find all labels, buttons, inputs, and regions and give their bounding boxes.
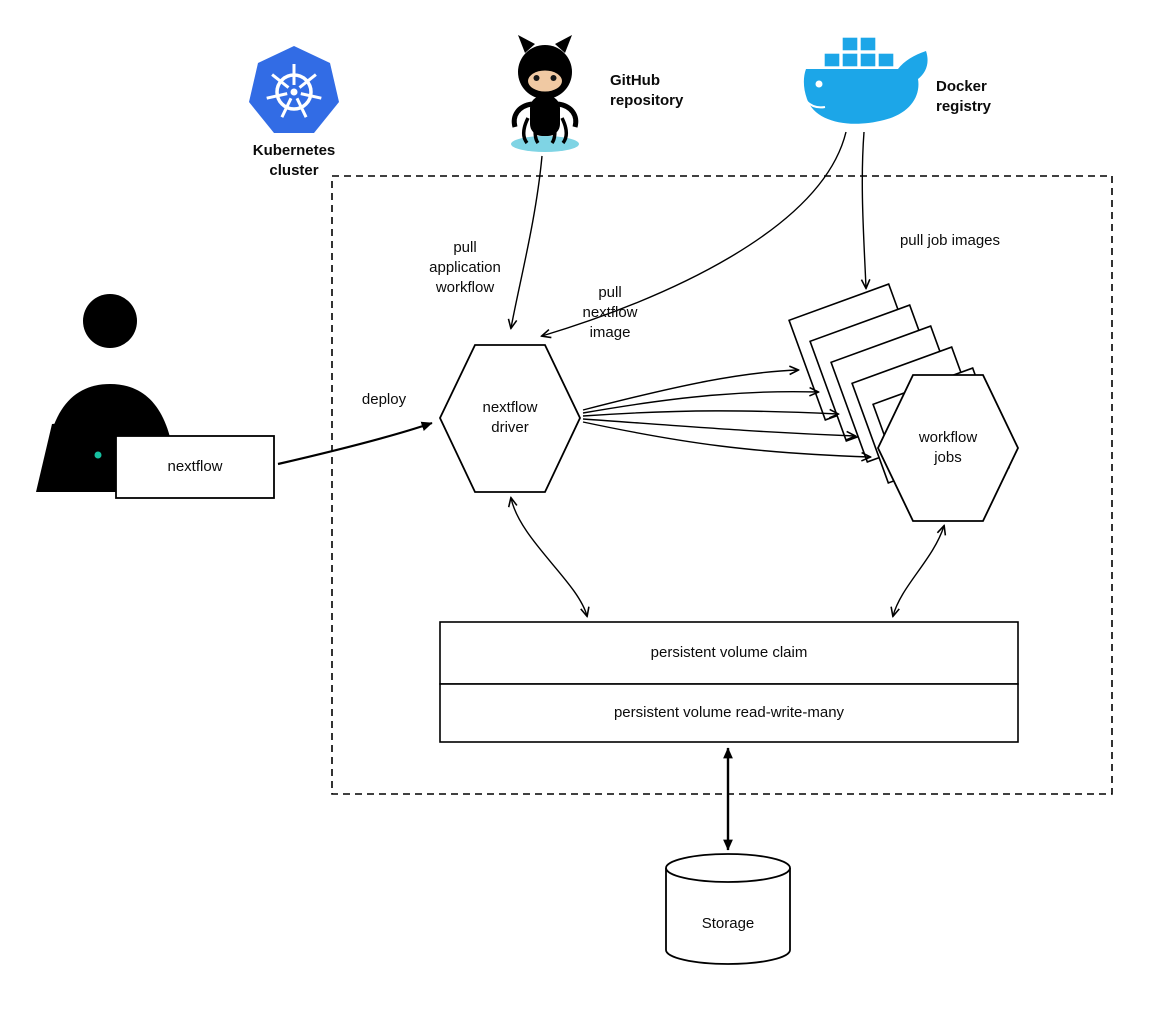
github-octocat-icon	[511, 35, 579, 152]
nextflow-cli-label: nextflow	[167, 458, 223, 475]
diagram-edges	[277, 131, 944, 851]
edge-docker-to-jobs	[862, 131, 866, 288]
edge-driver-to-job-2	[582, 392, 818, 414]
pull-application-workflow-label: pull application workflow	[429, 239, 501, 296]
edge-driver-to-job-4	[582, 418, 855, 436]
nextflow-driver-label: nextflow driver	[482, 399, 538, 436]
pv-label: persistent volume read-write-many	[613, 704, 845, 721]
edge-driver-to-job-3	[582, 411, 838, 416]
storage-cylinder	[665, 853, 791, 965]
workflow-jobs-label: workflow jobs	[918, 429, 978, 466]
nextflow-driver-hexagon	[439, 344, 581, 493]
docker-label: Docker registry	[936, 78, 992, 115]
docker-whale-icon	[803, 36, 928, 124]
pvc-label: persistent volume claim	[650, 644, 808, 661]
deploy-label: deploy	[361, 391, 407, 408]
edge-docker-to-driver	[542, 131, 847, 336]
kubernetes-cluster-boundary	[331, 175, 1113, 795]
storage-label: Storage	[701, 915, 755, 932]
edge-deploy-nextflow-to-driver	[277, 421, 433, 466]
kubernetes-label: Kubernetes cluster	[252, 142, 336, 179]
pull-nextflow-image-label: pull nextflow image	[582, 284, 638, 341]
nextflow-cli-box	[115, 435, 275, 499]
workflow-jobs-hexagon	[877, 374, 1019, 522]
edge-jobs-pvc-bidirectional	[893, 526, 944, 616]
edge-driver-to-job-1	[582, 370, 798, 411]
persistent-volume-claim-box	[439, 621, 1019, 685]
github-label: GitHub repository	[610, 72, 684, 109]
laptop-logo-dot	[94, 451, 102, 459]
kubernetes-logo-icon	[249, 46, 339, 133]
edge-driver-to-job-5	[582, 421, 870, 457]
edge-driver-pvc-bidirectional	[511, 498, 587, 616]
pull-job-images-label: pull job images	[899, 232, 1001, 249]
persistent-volume-box	[439, 683, 1019, 743]
edge-github-to-driver	[511, 155, 543, 328]
